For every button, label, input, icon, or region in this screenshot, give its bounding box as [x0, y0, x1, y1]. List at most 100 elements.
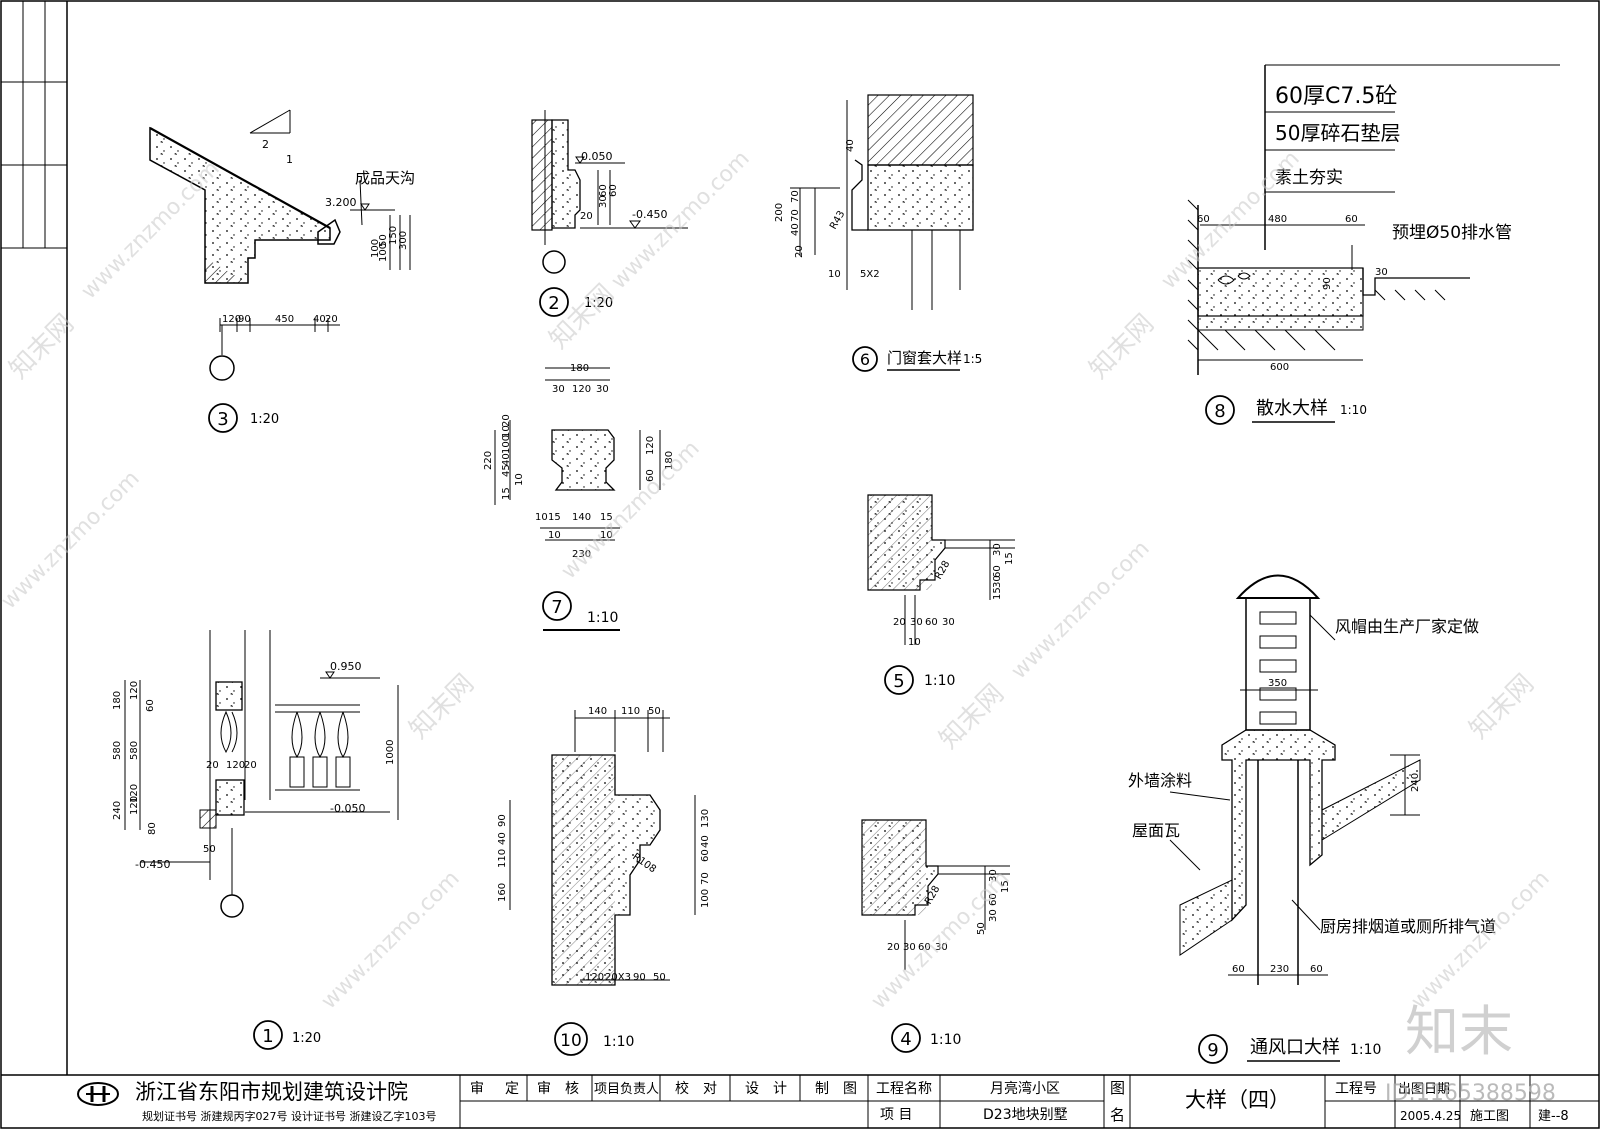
detail-3-eave: 成品天沟 2 1 3.200 120 90 450 40 20 50 100 1… — [149, 109, 415, 381]
detail-scale-6: 1:5 — [963, 352, 982, 366]
dim-7-17: 15 — [600, 512, 613, 523]
dim-7-4: 20 — [501, 414, 512, 427]
dim-2-2: 30 — [598, 195, 609, 208]
dim-7-9: 15 — [501, 487, 512, 500]
dim-7-0: 180 — [570, 363, 589, 374]
dim-3-7: 150 — [388, 226, 399, 245]
detail-title-9: 通风口大样 — [1250, 1037, 1340, 1058]
elevation-3200: 3.200 — [325, 196, 357, 209]
dim-7-7: 40 — [501, 453, 512, 466]
item-name: D23地块别墅 — [983, 1107, 1068, 1123]
watermark-logo: 知末 — [1405, 1000, 1513, 1063]
date-value: 2005.4.25 — [1400, 1109, 1461, 1123]
title-block: 浙江省东阳市规划建筑设计院 规划证书号 浙建规丙字027号 设计证书号 浙建设乙… — [77, 1075, 1599, 1128]
watermark-site-6: www.znzmo.com — [1007, 536, 1155, 684]
dim-5-4: 30 — [992, 575, 1003, 588]
detail-title-6: 门窗套大样 — [887, 349, 962, 367]
dim-6-2: 70 — [790, 190, 801, 203]
detail-number-9: 9 — [1207, 1040, 1218, 1061]
dim-1-10: 20 — [206, 760, 219, 771]
watermark-id: ID:1165388598 — [1385, 1081, 1556, 1106]
dim-8-3: 600 — [1270, 362, 1289, 373]
dim-4-3: 50 — [976, 922, 987, 935]
label-layer3: 素土夯实 — [1275, 168, 1343, 188]
detail-1-balustrade: 0.950 -0.050 -0.450 180 120 60 580 580 2… — [112, 630, 399, 918]
dim-7-12: 180 — [664, 451, 675, 470]
project-name-label: 工程名称 — [876, 1081, 932, 1097]
dim-10-4: 40 — [497, 832, 508, 845]
role-6: 对 — [703, 1081, 717, 1097]
dim-3-3: 40 — [313, 314, 326, 325]
dim-7-19: 10 — [548, 530, 561, 541]
watermark-site-3: www.znzmo.com — [607, 146, 755, 294]
date-label: 出图日期 — [1398, 1082, 1450, 1097]
dim-5-6: 20 — [893, 617, 906, 628]
role-1: 定 — [505, 1081, 519, 1097]
dim-7-5: 10 — [501, 425, 512, 438]
detail-label-10: 10 1:10 — [554, 1022, 634, 1056]
dim-10-7: 130 — [700, 809, 711, 828]
dim-1-11: 120 — [226, 760, 245, 771]
detail-scale-2: 1:20 — [584, 296, 613, 311]
item-label: 项 目 — [880, 1107, 912, 1123]
detail-number-10: 10 — [560, 1031, 582, 1051]
dim-7-18: 10 — [535, 512, 548, 523]
watermark-brand-4: 知末网 — [934, 679, 1010, 755]
detail-label-6: 6 门窗套大样 1:5 — [852, 346, 982, 372]
detail-title-8: 散水大样 — [1256, 398, 1328, 419]
dim-8-1: 480 — [1268, 214, 1287, 225]
dim-5-8: 60 — [925, 617, 938, 628]
watermark-site-9: www.znzmo.com — [1407, 866, 1555, 1014]
dim-9-0: 350 — [1268, 678, 1287, 689]
label-roof-tile: 屋面瓦 — [1132, 821, 1180, 840]
label-layer2: 50厚碎石垫层 — [1275, 121, 1400, 145]
label-wall-paint: 外墙涂料 — [1128, 771, 1192, 790]
label-drain-pipe: 预埋Ø50排水管 — [1392, 223, 1512, 243]
dim-10-3: 90 — [497, 814, 508, 827]
dim-3-5: 50 — [378, 234, 389, 247]
dim-4-8: 60 — [918, 942, 931, 953]
detail-number-1: 1 — [262, 1026, 273, 1047]
detail-7-section: 180 30 120 30 20 10 100 40 45 15 220 120… — [483, 363, 675, 560]
dim-5-7: 30 — [910, 617, 923, 628]
dim-3-9: 100 — [370, 239, 381, 258]
stage: 施工图 — [1470, 1109, 1509, 1124]
dim-6-3: 70 — [790, 209, 801, 222]
detail-number-8: 8 — [1214, 401, 1225, 422]
project-no-label: 工程号 — [1335, 1081, 1377, 1097]
detail-number-2: 2 — [548, 293, 559, 314]
dim-7-10: 220 — [483, 451, 494, 470]
institute-cert: 规划证书号 浙建规丙字027号 设计证书号 浙建设乙字103号 — [142, 1109, 436, 1123]
label-gutter: 成品天沟 — [355, 169, 415, 187]
dim-6-5: 20 — [794, 245, 805, 258]
dim-6-6: R43 — [828, 209, 847, 232]
detail-scale-7: 1:10 — [587, 610, 618, 626]
label-vent-cap: 风帽由生产厂家定做 — [1335, 617, 1479, 636]
dim-9-1: 240 — [1410, 773, 1421, 792]
dim-3-8: 300 — [398, 231, 409, 250]
dim-6-1: 200 — [774, 203, 785, 222]
detail-number-5: 5 — [893, 671, 904, 692]
dim-7-15: 15 — [548, 512, 561, 523]
dim-7-21: 230 — [572, 549, 591, 560]
drawing-label-2: 名 — [1110, 1106, 1125, 1124]
watermark-site-1: www.znzmo.com — [77, 156, 225, 304]
detail-label-1: 1 1:20 — [253, 1020, 321, 1050]
detail-scale-9: 1:10 — [1350, 1042, 1381, 1058]
dim-4-7: 30 — [903, 942, 916, 953]
detail-scale-8: 1:10 — [1340, 403, 1367, 417]
dim-1-1: 120 — [129, 681, 140, 700]
role-5: 校 — [675, 1080, 689, 1097]
dim-10-15: 90 — [633, 972, 646, 983]
dim-10-10: 70 — [700, 872, 711, 885]
dim-3-6: 100 — [378, 243, 389, 262]
dim-10-9: 60 — [700, 849, 711, 862]
dim-1-8: 80 — [147, 822, 158, 835]
elevation-2-0450: -0.450 — [632, 208, 667, 221]
dim-6-4: 40 — [790, 223, 801, 236]
dim-6-0: 40 — [845, 139, 856, 152]
dim-4-1: 15 — [1000, 880, 1011, 893]
dim-8-0: 60 — [1197, 214, 1210, 225]
label-layer1: 60厚C7.5砼 — [1275, 84, 1397, 109]
detail-label-5: 5 1:10 — [884, 665, 955, 695]
